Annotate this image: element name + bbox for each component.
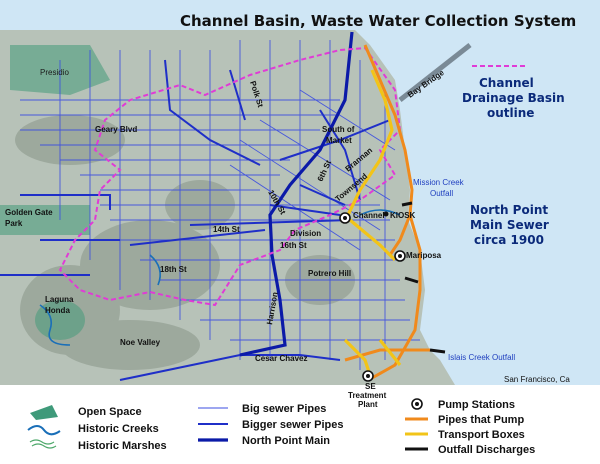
north-point-note-line3: circa 1900 xyxy=(474,233,544,247)
legend-historic-creeks: Historic Creeks xyxy=(78,423,159,435)
label-laguna-2: Honda xyxy=(45,306,70,315)
pump-station-mariposa xyxy=(394,250,406,262)
label-golden-gate-1: Golden Gate xyxy=(5,208,53,217)
label-se-3: Plant xyxy=(358,400,378,409)
basin-legend-line1: Channel xyxy=(479,76,534,90)
basin-legend-line3: outline xyxy=(487,106,534,120)
basin-outline xyxy=(58,46,402,307)
label-laguna-1: Laguna xyxy=(45,295,74,304)
label-mission-outfall-2: Outfall xyxy=(430,189,453,198)
label-18th: 18th St xyxy=(160,265,187,274)
legend-open-space-swatch xyxy=(30,405,58,420)
legend-big-sewer-pipes: Big sewer Pipes xyxy=(242,403,326,415)
legend-pump-station-swatch xyxy=(411,398,423,410)
legend-pipes-that-pump: Pipes that Pump xyxy=(438,414,524,426)
label-se-1: SE xyxy=(365,382,376,391)
hill-shading xyxy=(15,115,355,370)
bay-bridge xyxy=(398,43,472,102)
legend-bigger-sewer-pipes: Bigger sewer Pipes xyxy=(242,419,344,431)
legend-historic-marshes: Historic Marshes xyxy=(78,440,167,452)
label-16th: 16th St xyxy=(280,241,307,250)
transport-boxes xyxy=(343,69,402,376)
label-golden-gate-2: Park xyxy=(5,219,23,228)
label-14th: 14th St xyxy=(213,225,240,234)
label-mission-outfall-1: Mission Creek xyxy=(413,178,465,187)
label-noe: Noe Valley xyxy=(120,338,161,347)
label-potrero: Potrero Hill xyxy=(308,269,351,278)
legend-transport-boxes: Transport Boxes xyxy=(438,429,525,441)
label-cesar: Cesar Chavez xyxy=(255,354,307,363)
label-se-2: Treatment xyxy=(348,391,387,400)
pump-station-channel xyxy=(339,212,351,224)
pump-station-se-plant xyxy=(362,370,374,382)
legend-pump-stations: Pump Stations xyxy=(438,399,515,411)
legend-creek-swatch xyxy=(27,425,61,436)
map-credit: San Francisco, Ca xyxy=(504,375,570,384)
north-point-note-line2: Main Sewer xyxy=(470,218,549,232)
map-legend: Open Space Historic Creeks Historic Mars… xyxy=(27,398,535,456)
map-title: Channel Basin, Waste Water Collection Sy… xyxy=(180,12,576,30)
legend-open-space: Open Space xyxy=(78,406,142,418)
basin-legend-line2: Drainage Basin xyxy=(462,91,565,105)
legend-outfall-discharges: Outfall Discharges xyxy=(438,444,535,456)
pipes-that-pump xyxy=(344,44,430,380)
label-presidio: Presidio xyxy=(40,68,69,77)
label-som-2: Market xyxy=(326,136,352,145)
historic-creeks xyxy=(39,209,401,346)
kiosk-marker xyxy=(383,211,389,217)
label-geary: Geary Blvd xyxy=(95,125,137,134)
label-station-channel: Channel xyxy=(353,211,385,220)
north-point-main xyxy=(239,31,354,357)
label-islais: Islais Creek Outfall xyxy=(448,353,515,362)
north-point-note-line1: North Point xyxy=(470,203,548,217)
label-kiosk: KIOSK xyxy=(390,211,416,220)
label-station-mariposa: Mariposa xyxy=(406,251,442,260)
legend-marsh-swatch xyxy=(29,439,57,449)
label-som-1: South of xyxy=(322,125,355,134)
legend-north-point-main: North Point Main xyxy=(242,435,330,447)
outfall-discharges xyxy=(401,201,446,354)
label-division: Division xyxy=(290,229,321,238)
